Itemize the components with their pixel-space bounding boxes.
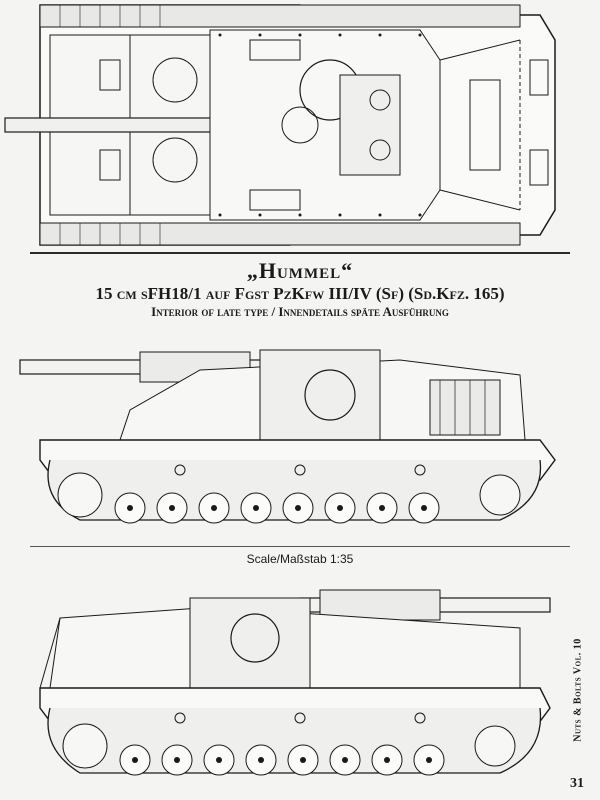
- side-view-drawing-interior: [0, 330, 600, 542]
- vehicle-designation: 15 cm sFH18/1 auf Fgst PzKfw III/IV (Sf)…: [95, 284, 505, 303]
- side-view-drawing-exterior: [0, 578, 600, 800]
- page-number: 31: [570, 776, 584, 791]
- top-view-drawing: [0, 0, 600, 248]
- scale-label: Scale/Maßstab 1:35: [246, 552, 354, 566]
- vehicle-name: „Hummel“: [246, 258, 354, 283]
- publication-title: Nuts & Bolts Vol. 10: [572, 638, 584, 742]
- top-divider: [30, 252, 570, 254]
- side-publication-label: Nuts & Bolts Vol. 10: [570, 610, 586, 770]
- drawing-subtitle: Interior of late type / Innendetails spä…: [151, 304, 449, 319]
- title-block: „Hummel“ 15 cm sFH18/1 auf Fgst PzKfw II…: [0, 258, 600, 320]
- middle-divider: [30, 546, 570, 547]
